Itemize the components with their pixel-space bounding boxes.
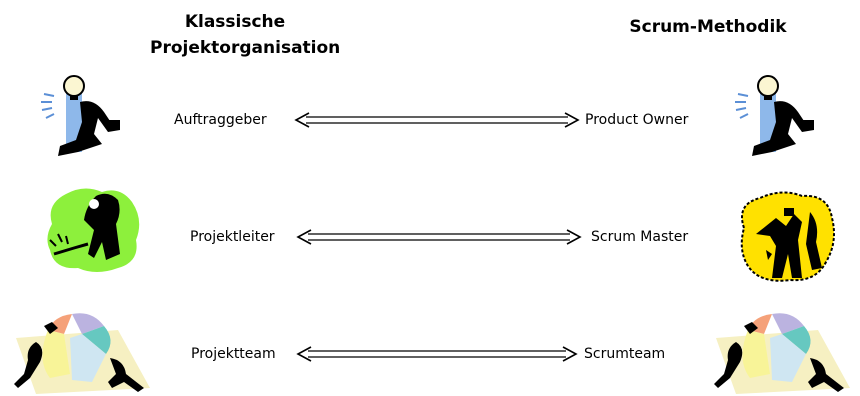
double-arrow-projektteam <box>296 346 578 362</box>
double-arrow-projektleiter <box>296 229 582 245</box>
celebrating-businessmen-icon <box>740 191 835 282</box>
businessman-idea-lightbulb-icon <box>41 75 120 156</box>
label-auftraggeber: Auftraggeber <box>174 112 267 128</box>
header-scrum: Scrum-Methodik <box>629 17 787 37</box>
label-scrum-master: Scrum Master <box>591 229 689 245</box>
label-scrumteam: Scrumteam <box>584 346 666 362</box>
label-projektleiter: Projektleiter <box>190 229 275 245</box>
frustrated-manager-icon <box>47 188 140 272</box>
team-pushing-pie-chart-icon <box>714 313 850 394</box>
businessman-idea-lightbulb-icon <box>735 75 814 156</box>
label-projektteam: Projektteam <box>191 346 276 362</box>
header-classic: Klassische Projektorganisation <box>150 12 341 58</box>
label-product-owner: Product Owner <box>585 112 689 128</box>
double-arrow-auftraggeber <box>294 112 580 128</box>
team-pushing-pie-chart-icon <box>14 313 150 394</box>
